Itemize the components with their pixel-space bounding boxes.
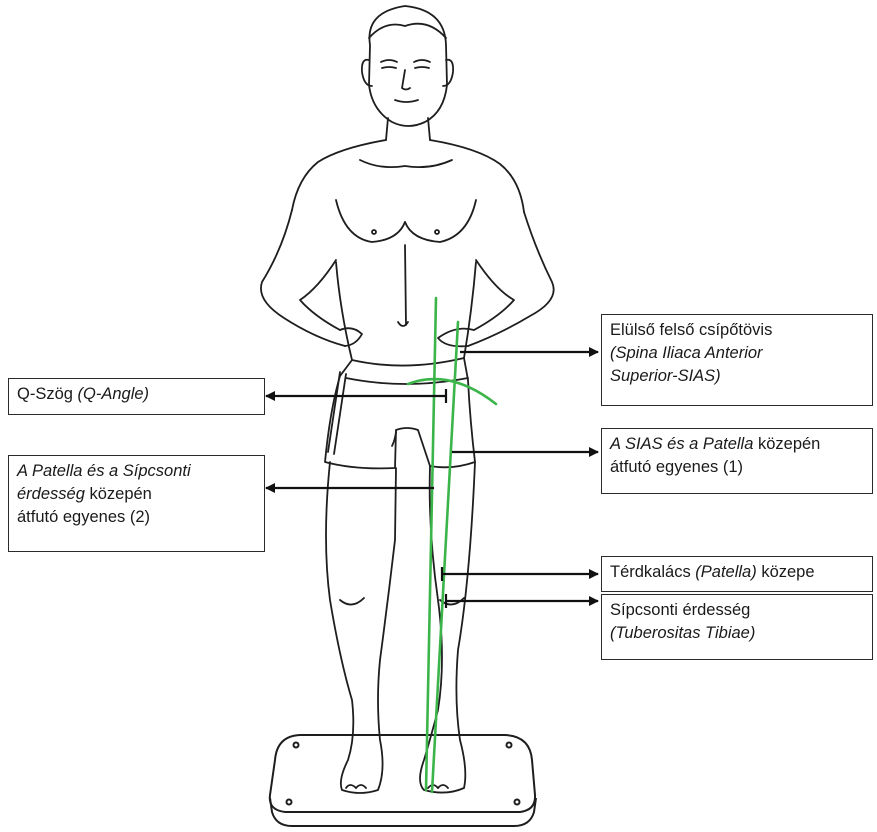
label-patella-rest: közepe: [757, 563, 815, 581]
label-patella: Térdkalács (Patella) közepe: [601, 556, 873, 592]
label-line2-line2-italic: érdesség: [17, 485, 85, 503]
label-line2-line3: átfutó egyenes (2): [17, 506, 256, 529]
guide-line-sias-patella: [426, 298, 436, 790]
label-q-angle-italic: (Q-Angle): [78, 385, 150, 403]
label-tibia: Sípcsonti érdesség (Tuberositas Tibiae): [601, 594, 873, 660]
human-figure: [261, 6, 554, 793]
label-q-angle: Q-Szög (Q-Angle): [8, 378, 265, 415]
head-outline: [369, 6, 447, 126]
label-line2-line1: A Patella és a Sípcsonti: [17, 462, 191, 480]
left-leg: [326, 462, 396, 793]
torso-outline: [292, 140, 386, 210]
platform: [270, 735, 536, 826]
label-sias-line1: Elülső felső csípőtövis: [610, 319, 864, 342]
label-tibia-line1: Sípcsonti érdesség: [610, 599, 864, 622]
label-patella-text: Térdkalács: [610, 563, 695, 581]
label-sias-line2: (Spina Iliaca Anterior: [610, 344, 763, 362]
label-line-2: A Patella és a Sípcsonti érdesség közepé…: [8, 455, 265, 552]
label-line-1: A SIAS és a Patella közepén átfutó egyen…: [601, 428, 873, 494]
label-patella-italic: (Patella): [695, 563, 756, 581]
label-line1-line1-italic: A SIAS és a Patella: [610, 435, 753, 453]
label-tibia-line2: (Tuberositas Tibiae): [610, 624, 755, 642]
label-sias: Elülső felső csípőtövis (Spina Iliaca An…: [601, 314, 873, 406]
label-line1-line1-rest: közepén: [753, 435, 820, 453]
label-q-angle-text: Q-Szög: [17, 385, 78, 403]
label-line1-line2: átfutó egyenes (1): [610, 456, 864, 479]
label-line2-line2-rest: közepén: [85, 485, 152, 503]
label-sias-line3: Superior-SIAS): [610, 367, 721, 385]
guide-lines: [408, 298, 496, 792]
